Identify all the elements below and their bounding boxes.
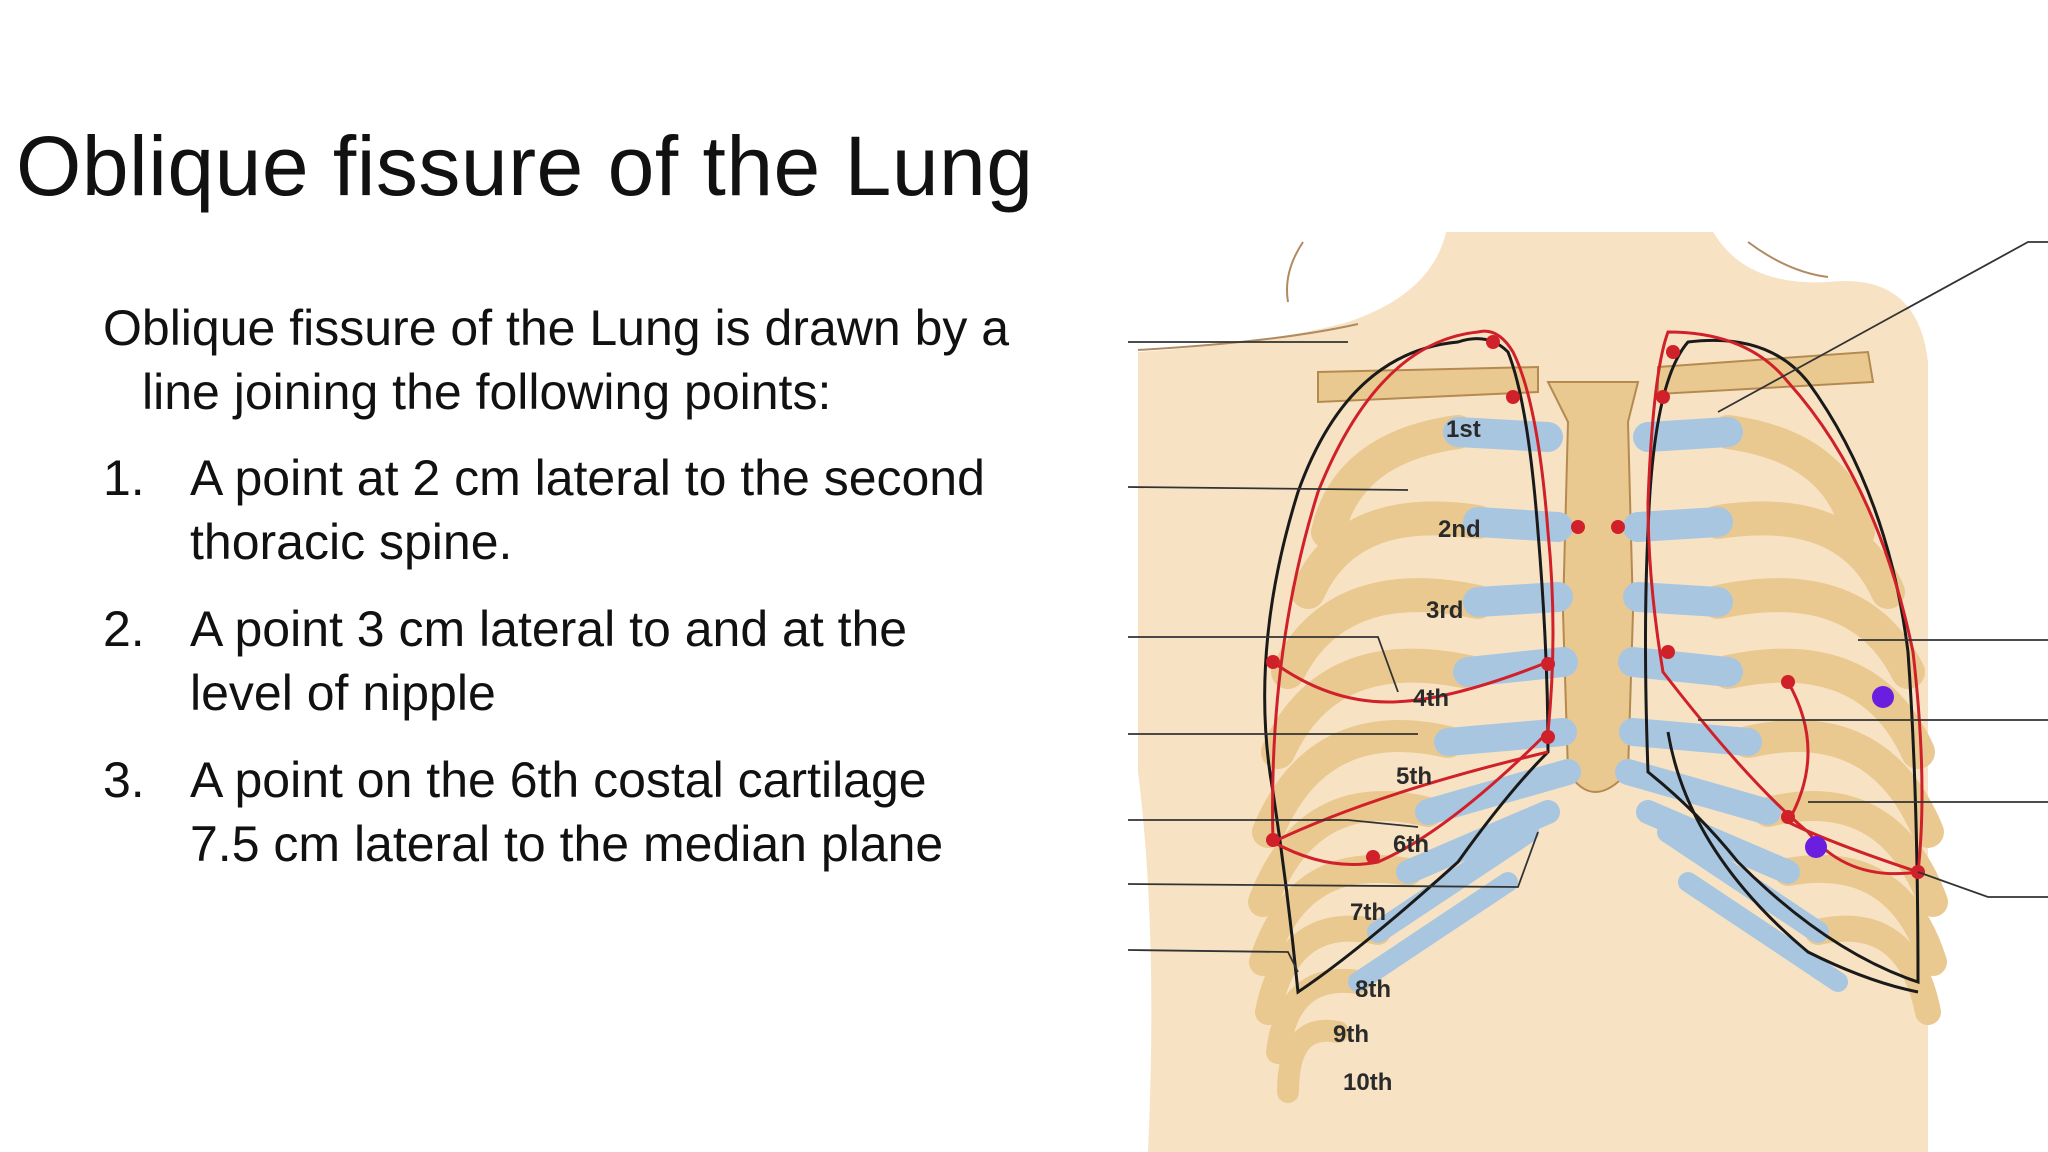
thorax-svg: 1st 2nd 3rd 4th 5th 6th 7th 8th 9th 10th: [1128, 232, 2048, 1152]
slide-title: Oblique fissure of the Lung: [16, 119, 1034, 213]
marker-dot: [1266, 655, 1280, 669]
rib-left-8: [1255, 915, 1391, 1025]
marker-dot: [1611, 520, 1625, 534]
rib-label-10th: 10th: [1343, 1069, 1392, 1096]
left-pleura-outline: [1271, 329, 1555, 866]
rib-right-8: [1805, 915, 1941, 1025]
list-number: 1.: [103, 450, 145, 506]
marker-dot: [1266, 833, 1280, 847]
list-item: 3. A point on the 6th costal cartilage 7…: [103, 748, 1113, 876]
marker-dot: [1661, 645, 1675, 659]
point-list: 1. A point at 2 cm lateral to the second…: [103, 446, 1113, 899]
surface-markers: [1266, 335, 1925, 879]
marker-dot: [1656, 390, 1670, 404]
list-text-line-1: A point on the 6th costal cartilage: [190, 752, 927, 808]
list-number: 2.: [103, 601, 145, 657]
rib-left-10: [1277, 1019, 1349, 1103]
ribs-right: [1701, 415, 1948, 1025]
purple-marker: [1872, 686, 1894, 708]
rib-right-3: [1701, 578, 1925, 689]
list-text-line-2: level of nipple: [190, 665, 496, 721]
rib-right-7: [1774, 854, 1947, 976]
marker-dot: [1781, 675, 1795, 689]
rib-labels: 1st 2nd 3rd 4th 5th 6th 7th 8th 9th 10th: [1333, 416, 1481, 1096]
marker-dot: [1506, 390, 1520, 404]
left-lung-outline: [1263, 337, 1550, 995]
leader-lines: [1128, 241, 2048, 973]
rib-left-1: [1311, 415, 1475, 549]
rib-left-2: [1291, 501, 1495, 609]
neck-line-right: [1747, 241, 1829, 278]
rib-left-5: [1252, 720, 1464, 848]
rib-label-4th: 4th: [1413, 685, 1449, 712]
rib-label-3rd: 3rd: [1426, 597, 1463, 624]
marker-dot: [1571, 520, 1585, 534]
list-text-line-1: A point at 2 cm lateral to the second: [190, 450, 985, 506]
list-text-line-2: 7.5 cm lateral to the median plane: [190, 816, 944, 872]
list-text-line-2: thoracic spine.: [190, 514, 513, 570]
rib-label-2nd: 2nd: [1438, 516, 1481, 543]
thorax-illustration: 1st 2nd 3rd 4th 5th 6th 7th 8th 9th 10th: [1128, 232, 2048, 1152]
list-item: 2. A point 3 cm lateral to and at the le…: [103, 597, 1113, 725]
right-lung-outline: [1644, 338, 1920, 985]
rib-left-9: [1266, 968, 1370, 1064]
marker-dot: [1781, 810, 1795, 824]
rib-label-5th: 5th: [1396, 763, 1432, 790]
shoulder-left: [1137, 323, 1359, 351]
rib-label-9th: 9th: [1333, 1021, 1369, 1048]
list-text: A point on the 6th costal cartilage 7.5 …: [190, 748, 1113, 876]
intro-text: Oblique fissure of the Lung is drawn by …: [103, 296, 1113, 424]
list-number: 3.: [103, 752, 145, 808]
intro-line-1: Oblique fissure of the Lung is drawn by …: [103, 300, 1010, 356]
marker-dot: [1666, 345, 1680, 359]
purple-marker: [1805, 836, 1827, 858]
list-item: 1. A point at 2 cm lateral to the second…: [103, 446, 1113, 574]
left-oblique-fissure: [1272, 660, 1549, 704]
right-fissure-black: [1666, 731, 1919, 994]
rib-label-1st: 1st: [1446, 416, 1481, 443]
rib-left-4: [1261, 648, 1485, 769]
rib-label-6th: 6th: [1393, 831, 1429, 858]
neck-line-left: [1286, 241, 1304, 303]
nipple-markers: [1805, 686, 1894, 858]
intro-line-2: line joining the following points:: [142, 364, 832, 420]
rib-right-2: [1701, 501, 1905, 609]
right-pleura-outline: [1646, 330, 1924, 876]
marker-dot: [1541, 657, 1555, 671]
list-text-line-1: A point 3 cm lateral to and at the: [190, 601, 908, 657]
rib-left-3: [1271, 578, 1495, 689]
marker-dot: [1366, 850, 1380, 864]
ribs-left: [1248, 415, 1495, 1103]
marker-dot: [1541, 730, 1555, 744]
left-lower-fissure: [1272, 750, 1549, 844]
list-text: A point at 2 cm lateral to the second th…: [190, 446, 1113, 574]
rib-label-8th: 8th: [1355, 976, 1391, 1003]
rib-label-7th: 7th: [1350, 899, 1386, 926]
costal-cartilage-left: [1348, 417, 1581, 992]
rib-right-4: [1711, 648, 1935, 769]
costal-cartilage-right: [1615, 417, 1848, 992]
marker-dot: [1486, 335, 1500, 349]
rib-right-1: [1711, 415, 1875, 549]
list-text: A point 3 cm lateral to and at the level…: [190, 597, 1113, 725]
